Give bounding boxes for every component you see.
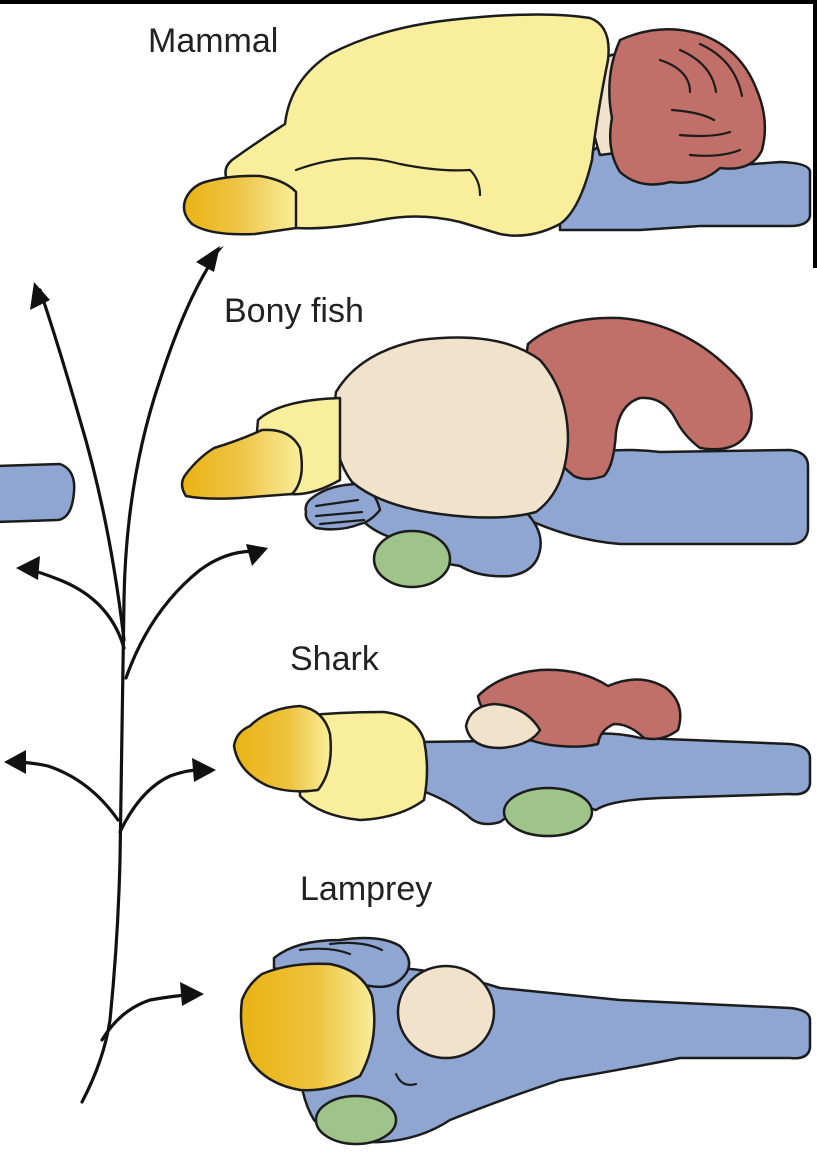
shark-olfactory-bulb: [234, 706, 331, 791]
label-shark: Shark: [290, 640, 380, 678]
mammal-olfactory-bulb: [184, 176, 296, 234]
lamprey-midbrain: [398, 966, 494, 1058]
phylogenetic-tree: [4, 246, 268, 1102]
label-mammal: Mammal: [148, 22, 278, 60]
cropped-brain-fragment: [0, 464, 74, 522]
lamprey-pituitary: [316, 1096, 396, 1144]
label-bony-fish: Bony fish: [224, 292, 364, 330]
label-lamprey: Lamprey: [300, 870, 432, 908]
brain-shark: [234, 670, 810, 836]
shark-hindbrain: [420, 733, 810, 824]
bony-fish-midbrain: [334, 338, 568, 518]
brain-bony-fish: [182, 318, 808, 587]
lamprey-olfactory-bulb: [241, 964, 374, 1091]
shark-pituitary: [504, 788, 592, 836]
bony-fish-olfactory-bulb: [182, 430, 302, 499]
brain-lamprey: [241, 938, 810, 1144]
bony-fish-pituitary: [374, 531, 450, 587]
